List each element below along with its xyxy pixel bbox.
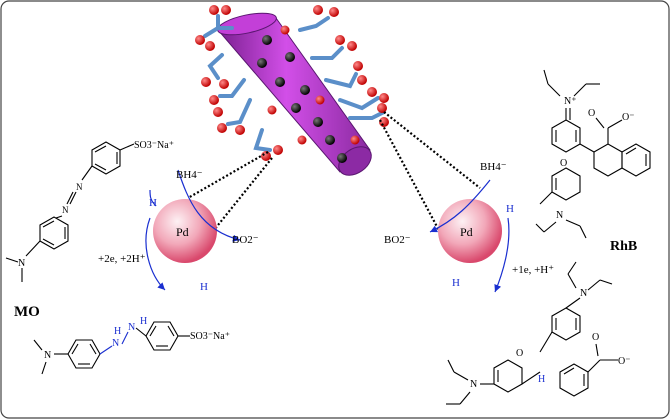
interaction-lines	[187, 111, 481, 241]
h-right-top: H	[506, 203, 514, 215]
rhb-carboxylate: O⁻	[622, 112, 635, 123]
bh4-right-label: BH4⁻	[480, 161, 507, 173]
mo-nh-2-h: H	[140, 316, 147, 327]
rhb-structure: N⁺ O N O O⁻ RhB	[535, 69, 651, 254]
mo-n2: N	[62, 205, 69, 215]
cond-right-label: +1e, +H⁺	[512, 264, 554, 276]
mo-top-sulfonate: SO3⁻Na⁺	[134, 140, 174, 151]
mo-nh-1-h: H	[114, 326, 121, 337]
pd-sphere-right: Pd	[438, 199, 502, 263]
mo-nh-1-n: N	[112, 338, 119, 349]
right-electron-arrows	[429, 179, 510, 293]
bo2-right-label: BO2⁻	[384, 234, 411, 246]
mo-structure: SO3⁻Na⁺ N N N MO	[5, 140, 174, 320]
rhb-n-plus: N⁺	[564, 96, 577, 107]
mo-nme2-n: N	[18, 258, 25, 269]
tube-oxygen-atoms	[267, 25, 360, 145]
rhb-red-n1: N	[580, 288, 587, 299]
mo-reduced-structure: N N H N H SO3⁻Na⁺	[33, 316, 230, 375]
rhb-red-n2: N	[470, 379, 477, 390]
cond-left-label: +2e, +2H⁺	[98, 253, 146, 265]
rhb-red-o: O	[516, 348, 523, 359]
mo-red-nme2: N	[44, 350, 51, 361]
rhb-red-carboxylate: O⁻	[618, 356, 631, 367]
rhb-red-h: H	[538, 374, 545, 385]
bh4-left-label: BH4⁻	[176, 169, 203, 181]
rhb-reduced-structure: N O N H O O⁻	[446, 261, 631, 405]
pd-right-label: Pd	[460, 225, 473, 239]
h-left-bottom: H	[200, 281, 208, 293]
pd-left-label: Pd	[176, 225, 189, 239]
linker-oxygen-atoms	[195, 5, 389, 161]
h-left-top: H	[149, 197, 157, 209]
h-right-bottom: H	[452, 277, 460, 289]
rhb-red-carbonyl-o: O	[592, 332, 599, 343]
rhb-carbonyl-o: O	[588, 108, 595, 119]
mo-label: MO	[14, 304, 40, 320]
carbon-atoms	[257, 35, 347, 163]
mo-nh-2-n: N	[128, 322, 135, 333]
rhb-o: O	[560, 158, 567, 169]
mo-red-sulfonate: SO3⁻Na⁺	[190, 331, 230, 342]
carboxyl-linkers	[203, 14, 386, 152]
rhb-n2: N	[556, 210, 563, 221]
nanotube	[217, 12, 372, 176]
mo-n1: N	[76, 182, 83, 192]
rhb-label: RhB	[610, 239, 637, 254]
pd-sphere-left: Pd	[153, 199, 217, 263]
bo2-left-label: BO2⁻	[232, 234, 259, 246]
left-electron-arrows	[145, 169, 241, 291]
